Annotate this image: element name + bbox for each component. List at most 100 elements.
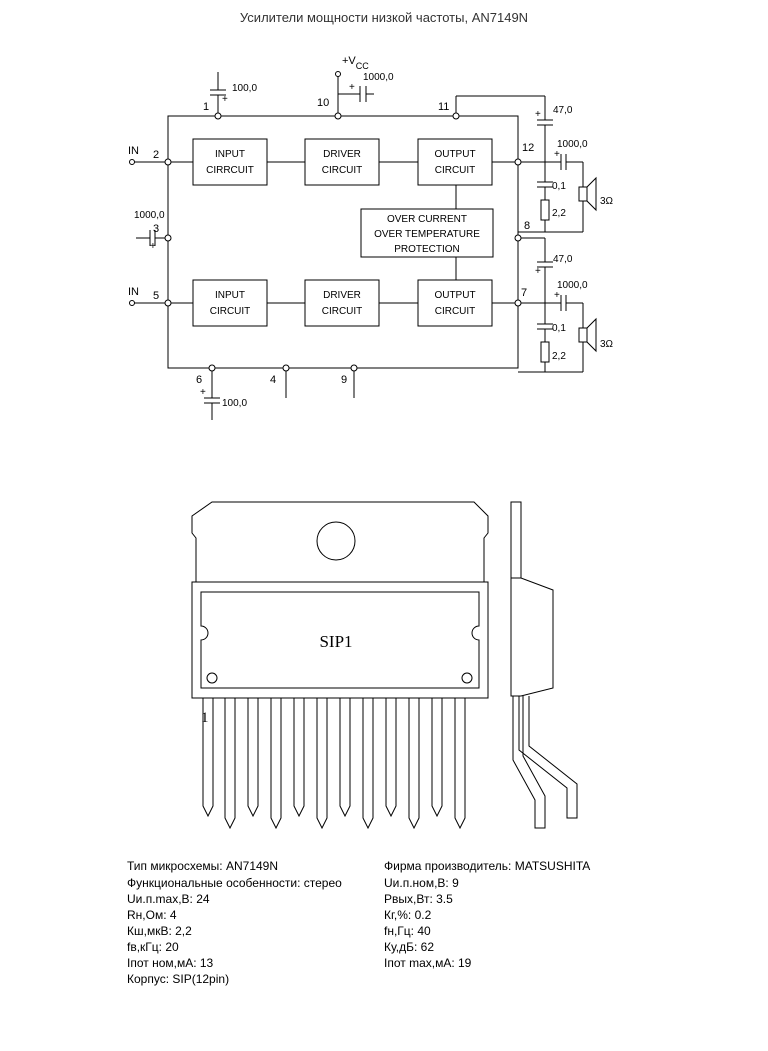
protection-label-3: PROTECTION bbox=[394, 244, 460, 255]
pin-4-label: 4 bbox=[270, 374, 276, 386]
value-c-pin10: 1000,0 bbox=[363, 72, 394, 83]
input-bottom-label-2: CIRCUIT bbox=[210, 306, 251, 317]
package-pins bbox=[202, 698, 466, 830]
pin-8-label: 8 bbox=[524, 220, 530, 232]
value-c-boot-bottom: 47,0 bbox=[553, 254, 573, 265]
plus-c10: + bbox=[349, 82, 355, 93]
spec-right-1: Uи.п.ном,В: 9 bbox=[384, 876, 459, 890]
spec-left-4: Кш,мкВ: 2,2 bbox=[127, 924, 192, 938]
pin-6-label: 6 bbox=[196, 374, 202, 386]
driver-bottom-label-1: DRIVER bbox=[323, 290, 361, 301]
package-side-view bbox=[510, 501, 578, 829]
spec-left-1: Функциональные особенности: стерео bbox=[127, 876, 342, 890]
value-c-boot-top: 47,0 bbox=[553, 105, 573, 116]
pin-12-node bbox=[514, 158, 522, 166]
package-marker-left bbox=[206, 672, 218, 684]
spec-left-3: Rн,Ом: 4 bbox=[127, 908, 177, 922]
pin-6-node bbox=[208, 364, 216, 372]
in-bottom-terminal bbox=[129, 300, 135, 306]
value-spk-top: 3Ω bbox=[600, 196, 614, 207]
driver-top-label-2: CIRCUIT bbox=[322, 165, 363, 176]
value-c-zobel-bottom: 0,1 bbox=[552, 323, 566, 334]
plus-c12: + bbox=[554, 149, 560, 160]
value-c-out-bottom: 1000,0 bbox=[557, 280, 588, 291]
spec-left-0: Тип микросхемы: AN7149N bbox=[127, 859, 279, 873]
plus-c11: + bbox=[535, 109, 541, 120]
in-bottom-label: IN bbox=[128, 286, 139, 298]
output-bottom-label-2: CIRCUIT bbox=[435, 306, 476, 317]
plus-c8: + bbox=[535, 266, 541, 277]
output-top-label-1: OUTPUT bbox=[434, 149, 475, 160]
plus-c1: + bbox=[222, 94, 228, 105]
pin-10-label: 10 bbox=[317, 97, 329, 109]
spec-right-3: Кг,%: 0.2 bbox=[384, 908, 432, 922]
output-circuit-top-block bbox=[417, 138, 493, 186]
pin-5-label: 5 bbox=[153, 290, 159, 302]
in-top-terminal bbox=[129, 159, 135, 165]
spec-left-6: Iпот ном,мА: 13 bbox=[127, 956, 214, 970]
vcc-terminal bbox=[335, 71, 341, 77]
pin-3-node bbox=[164, 234, 172, 242]
pin-1-node bbox=[214, 112, 222, 120]
spec-right-0: Фирма производитель: MATSUSHITA bbox=[384, 859, 591, 873]
protection-label-1: OVER CURRENT bbox=[387, 214, 467, 225]
output-bottom-label-1: OUTPUT bbox=[434, 290, 475, 301]
spec-right-5: Ку,дБ: 62 bbox=[384, 940, 435, 954]
spec-right-6: Iпот max,мА: 19 bbox=[384, 956, 472, 970]
pin-3-label: 3 bbox=[153, 223, 159, 235]
pin-7-label: 7 bbox=[521, 287, 527, 299]
pin-2-label: 2 bbox=[153, 149, 159, 161]
driver-bottom-label-2: CIRCUIT bbox=[322, 306, 363, 317]
plus-c3: + bbox=[150, 241, 156, 252]
pin-5-node bbox=[164, 299, 172, 307]
plus-c6: + bbox=[200, 387, 206, 398]
package-mounting-hole bbox=[316, 521, 356, 561]
package-name: SIP1 bbox=[319, 632, 352, 651]
value-spk-bottom: 3Ω bbox=[600, 339, 614, 350]
package-tab bbox=[191, 501, 489, 582]
spec-left-5: fв,кГц: 20 bbox=[127, 940, 179, 954]
pin-9-node bbox=[350, 364, 358, 372]
pin-9-label: 9 bbox=[341, 374, 347, 386]
pin-7-node bbox=[514, 299, 522, 307]
package-marker-right bbox=[461, 672, 473, 684]
spec-right-4: fн,Гц: 40 bbox=[384, 924, 431, 938]
input-top-label-1: INPUT bbox=[215, 149, 245, 160]
driver-circuit-bottom-block bbox=[304, 279, 380, 327]
value-c-out-top: 1000,0 bbox=[557, 139, 588, 150]
vcc-label: +VCC bbox=[342, 55, 369, 71]
protection-block bbox=[360, 208, 494, 258]
output-top-label-2: CIRCUIT bbox=[435, 165, 476, 176]
pin-12-label: 12 bbox=[522, 142, 534, 154]
driver-circuit-top-block bbox=[304, 138, 380, 186]
spec-left-7: Корпус: SIP(12pin) bbox=[127, 972, 230, 986]
value-c-pin3: 1000,0 bbox=[134, 210, 165, 221]
in-top-label: IN bbox=[128, 145, 139, 157]
input-circuit-top-block bbox=[192, 138, 268, 186]
pin-4-node bbox=[282, 364, 290, 372]
pin-2-node bbox=[164, 158, 172, 166]
value-c-zobel-top: 0,1 bbox=[552, 181, 566, 192]
value-r-zobel-bottom: 2,2 bbox=[552, 351, 566, 362]
value-c-pin6: 100,0 bbox=[222, 398, 247, 409]
value-c-pin1: 100,0 bbox=[232, 83, 257, 94]
pin-8-node bbox=[514, 234, 522, 242]
pin-11-label: 11 bbox=[438, 101, 449, 113]
output-circuit-bottom-block bbox=[417, 279, 493, 327]
pin-1-label: 1 bbox=[203, 101, 209, 113]
protection-label-2: OVER TEMPERATURE bbox=[374, 229, 480, 240]
driver-top-label-1: DRIVER bbox=[323, 149, 361, 160]
value-r-zobel-top: 2,2 bbox=[552, 208, 566, 219]
spec-right-2: Pвых,Вт: 3.5 bbox=[384, 892, 453, 906]
plus-c7: + bbox=[554, 290, 560, 301]
spec-left-2: Uи.п.max,В: 24 bbox=[127, 892, 210, 906]
package-pin1-marker: 1 bbox=[201, 710, 209, 726]
pin-10-node bbox=[334, 112, 342, 120]
input-top-label-2: CIRRCUIT bbox=[206, 165, 254, 176]
package-inner-outline bbox=[200, 591, 480, 689]
diagram-title: Усилители мощности низкой частоты, AN714… bbox=[239, 10, 529, 25]
input-circuit-bottom-block bbox=[192, 279, 268, 327]
input-bottom-label-1: INPUT bbox=[215, 290, 245, 301]
pin-11-node bbox=[452, 112, 460, 120]
